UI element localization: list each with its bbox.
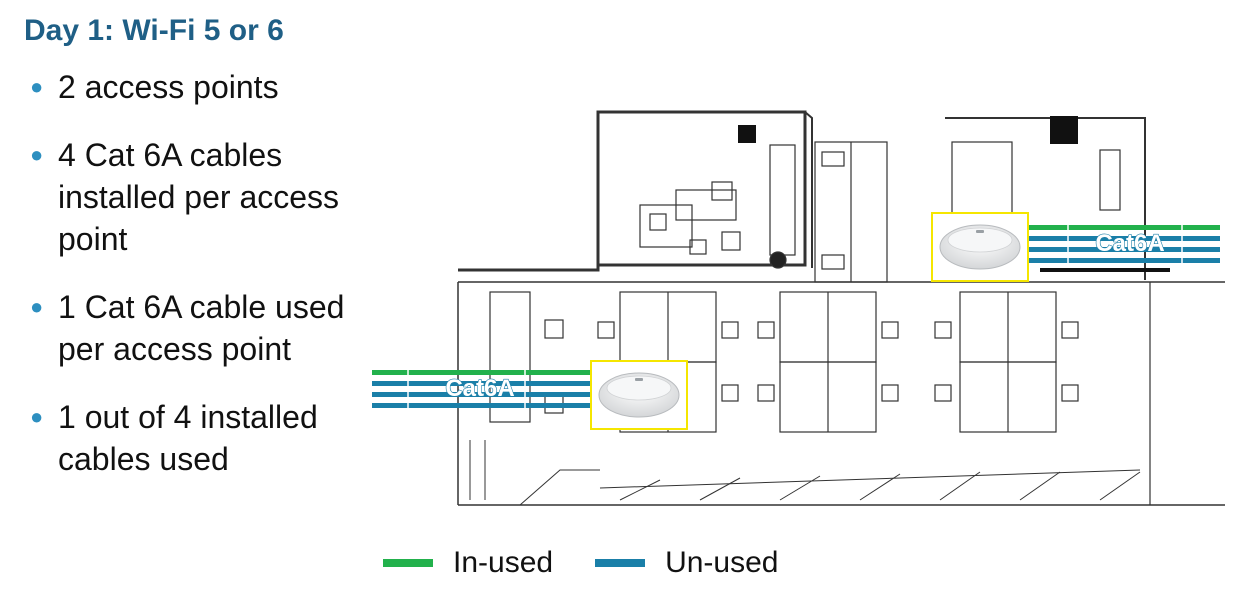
cable-label-right: Cat6A <box>1095 230 1164 257</box>
cable-bundle-left: Cat6A <box>372 368 592 410</box>
access-point-top <box>606 375 672 401</box>
cabinet <box>1099 149 1121 211</box>
floor-edge-slats <box>469 440 1141 506</box>
un-used-cable <box>372 392 592 397</box>
legend: In-used Un-used <box>383 545 820 581</box>
un-used-cable <box>1028 236 1220 241</box>
access-point-top <box>947 227 1013 253</box>
chair <box>934 321 952 339</box>
desk <box>639 204 693 248</box>
access-point-left <box>590 360 688 430</box>
un-used-cable <box>372 381 592 386</box>
bullet-dot-icon: ● <box>30 294 44 319</box>
chair <box>721 384 739 402</box>
cabinet <box>769 144 796 256</box>
access-point-led <box>976 230 984 233</box>
office-floor-plan <box>457 110 1225 506</box>
cable-label-left: Cat6A <box>445 375 514 402</box>
room-wall <box>458 112 600 272</box>
chair <box>821 151 845 167</box>
chair <box>1061 384 1079 402</box>
in-used-cable <box>372 370 592 375</box>
desk <box>675 189 737 221</box>
in-used-cable <box>1028 225 1220 230</box>
desk-pod <box>489 291 531 423</box>
chair <box>597 321 615 339</box>
legend-item-in-used: In-used <box>383 546 553 580</box>
chair <box>757 321 775 339</box>
legend-label-un-used: Un-used <box>665 546 779 579</box>
column-block <box>1050 116 1078 144</box>
bullet-item: ●1 Cat 6A cable used per access point <box>24 286 384 370</box>
plant <box>769 251 787 269</box>
bullet-list: ●2 access points ●4 Cat 6A cables instal… <box>24 66 384 480</box>
un-used-swatch <box>595 559 646 567</box>
chair <box>721 321 739 339</box>
legend-label-in-used: In-used <box>453 546 554 579</box>
bullet-item: ●1 out of 4 installed cables used <box>24 396 384 480</box>
chair <box>821 254 845 270</box>
bullet-item: ●4 Cat 6A cables installed per access po… <box>24 134 384 260</box>
legend-item-un-used: Un-used <box>595 546 778 580</box>
column-block <box>738 125 756 143</box>
access-point-led <box>635 378 643 381</box>
bullet-dot-icon: ● <box>30 74 44 99</box>
un-used-cable <box>1028 258 1220 263</box>
un-used-cable <box>1028 247 1220 252</box>
in-used-swatch <box>383 559 433 567</box>
room-wall <box>596 110 807 267</box>
cable-bundle-right: Cat6A <box>1028 223 1220 265</box>
bullet-dot-icon: ● <box>30 404 44 429</box>
chair <box>881 321 899 339</box>
room-wall <box>804 111 813 268</box>
chair <box>689 239 707 255</box>
chair <box>881 384 899 402</box>
chair <box>649 213 667 231</box>
chair <box>1061 321 1079 339</box>
chair <box>711 181 733 201</box>
chair <box>934 384 952 402</box>
chair <box>544 319 564 339</box>
slide-title: Day 1: Wi-Fi 5 or 6 <box>24 14 284 47</box>
desk-pod-group <box>489 291 1057 433</box>
chair <box>757 384 775 402</box>
access-point-right <box>931 212 1029 282</box>
un-used-cable <box>372 403 592 408</box>
bullet-dot-icon: ● <box>30 142 44 167</box>
chair <box>721 231 741 251</box>
bullet-item: ●2 access points <box>24 66 384 108</box>
